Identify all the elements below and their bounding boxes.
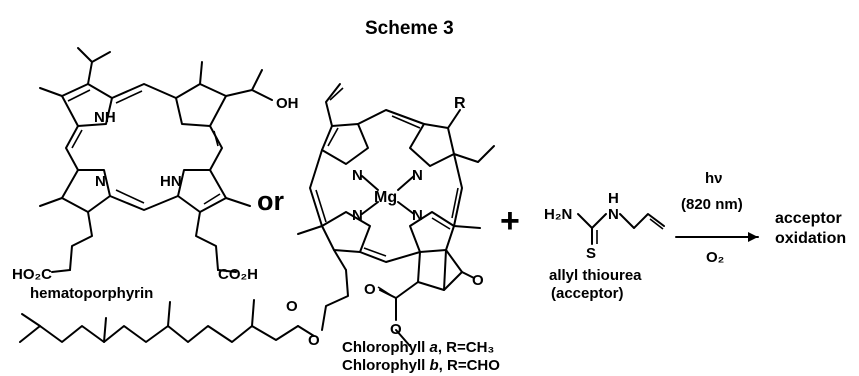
thiourea-h: H (608, 190, 619, 207)
light-label: hν (705, 170, 723, 187)
chl-o-phytyl1: O (308, 332, 320, 349)
chl-o-ester1: O (364, 281, 376, 298)
chl-r-group: R (454, 95, 466, 112)
chl-o-phytyl2: O (286, 298, 298, 315)
thiourea-n: N (608, 206, 619, 223)
chlorophyll-b-label: Chlorophyll b, R=CHO (342, 357, 500, 374)
allyl-thiourea-structure (577, 213, 665, 245)
allyl-thiourea-label: allyl thiourea (549, 267, 642, 284)
chl-mg: Mg (374, 189, 397, 206)
chlorophyll-structure (19, 83, 495, 347)
product-line1: acceptor (775, 210, 842, 227)
hematoporphyrin-structure (39, 47, 273, 273)
hema-oh: OH (276, 95, 299, 112)
acceptor-role-label: (acceptor) (551, 285, 624, 302)
hema-co2h-left: HO₂C (12, 266, 52, 283)
or-connector: or (257, 186, 284, 216)
thiourea-s: S (586, 245, 596, 262)
hema-n-left: N (95, 173, 106, 190)
chl-n3: N (352, 207, 363, 224)
chl-n2: N (412, 167, 423, 184)
hema-co2h-right: CO₂H (218, 266, 258, 283)
oxidant-label: O₂ (706, 249, 724, 266)
hematoporphyrin-label: hematoporphyrin (30, 285, 153, 302)
chl-n1: N (352, 167, 363, 184)
chl-n4: N (412, 207, 423, 224)
hema-hn-right: HN (160, 173, 182, 190)
thiourea-h2n: H₂N (544, 206, 572, 223)
chlorophyll-a-label: Chlorophyll a, R=CH₃ (342, 339, 494, 356)
wavelength-label: (820 nm) (681, 196, 743, 213)
chl-o-ketone: O (472, 272, 484, 289)
chl-o-ester2: O (390, 321, 402, 338)
hema-nh-top: NH (94, 109, 116, 126)
scheme-title: Scheme 3 (365, 18, 454, 39)
reaction-arrow (675, 232, 759, 242)
plus-sign: + (500, 202, 520, 240)
product-line2: oxidation (775, 230, 846, 247)
